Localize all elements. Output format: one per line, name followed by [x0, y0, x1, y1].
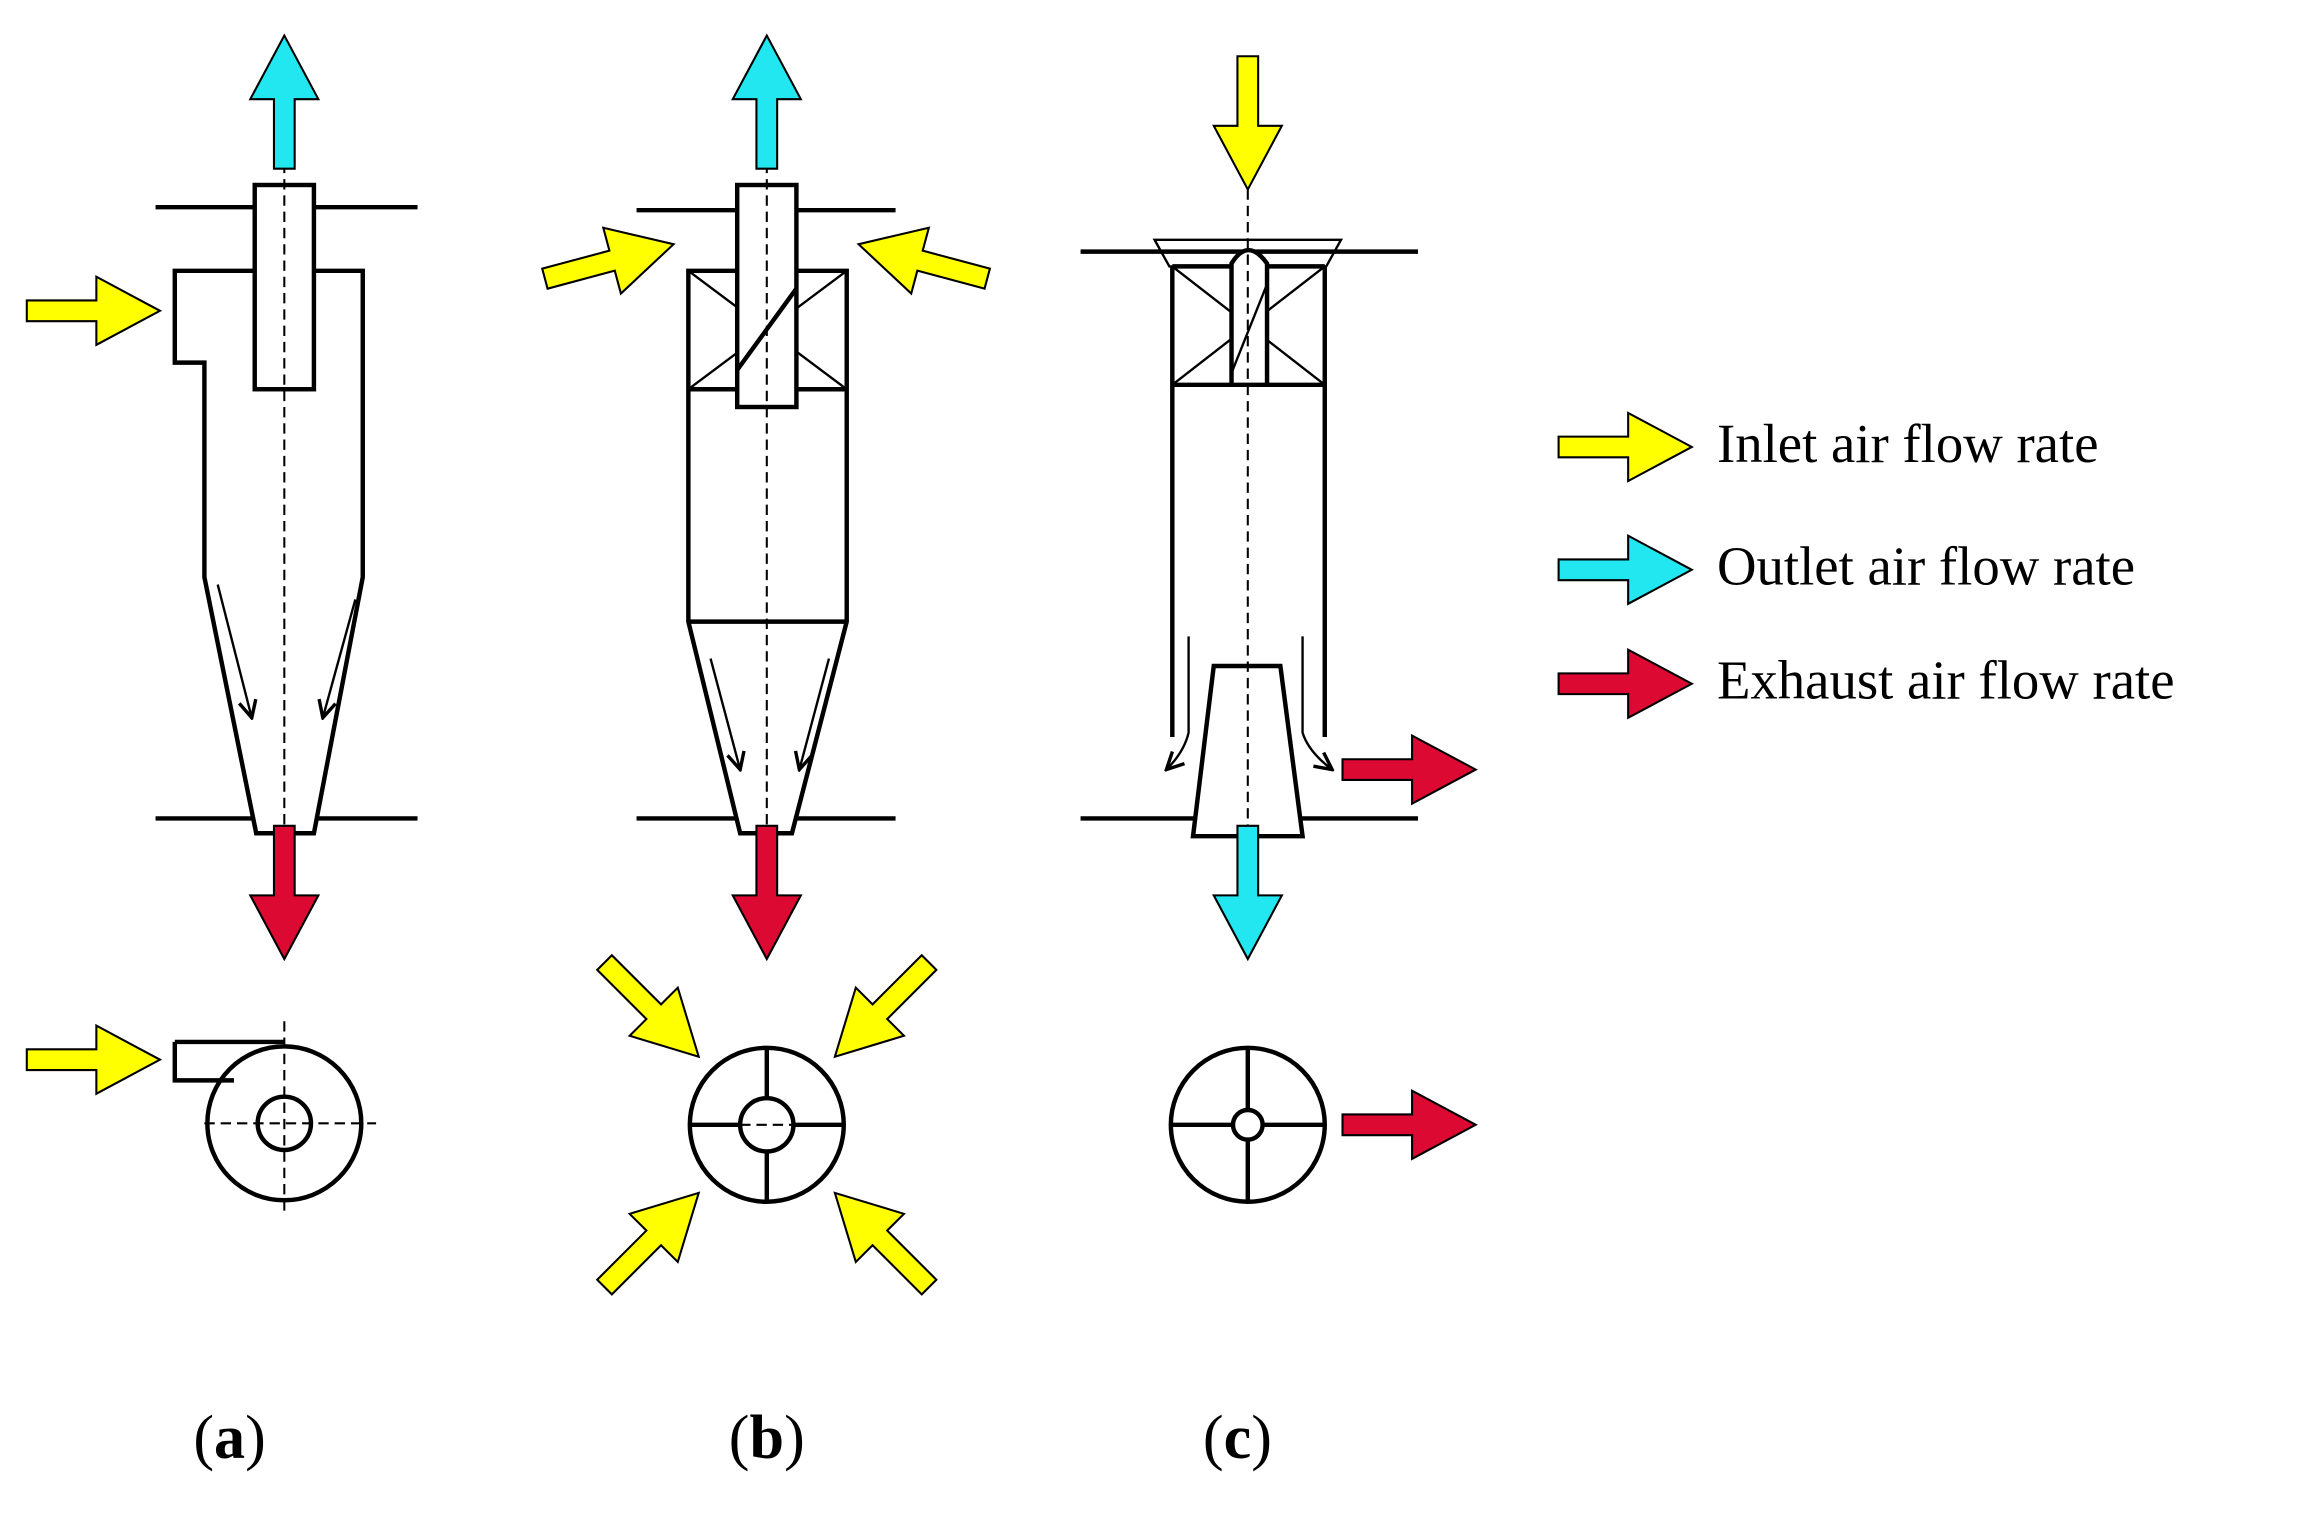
- inlet-arrow-icon: [25, 1024, 162, 1095]
- outlet-arrow-icon: [731, 34, 802, 170]
- inlet-arrow-icon: [579, 937, 724, 1082]
- panel-b-axial-cyclone: [535, 34, 998, 1313]
- cyclone-b-side-view: [636, 162, 896, 837]
- outlet-arrow-icon: [1212, 824, 1283, 961]
- inlet-arrow-icon: [1212, 55, 1283, 191]
- exhaust-arrow-icon: [731, 824, 802, 961]
- cyclone-c-top-view: [1168, 1045, 1327, 1204]
- legend-item-outlet: Outlet air flow rate: [1557, 534, 2135, 605]
- yellow-arrow-icon: [1557, 411, 1693, 483]
- cyclone-a-side-view: [155, 162, 418, 836]
- legend-label-outlet: Outlet air flow rate: [1717, 536, 2135, 597]
- cyclone-a-top-view: [172, 1021, 377, 1217]
- legend-item-inlet: Inlet air flow rate: [1557, 411, 2099, 483]
- legend-label-exhaust: Exhaust air flow rate: [1717, 650, 2175, 711]
- caption-b: (b): [729, 1404, 805, 1472]
- legend: Inlet air flow rate Outlet air flow rate…: [1557, 411, 2175, 719]
- panel-a-tangential-cyclone: [25, 34, 418, 1217]
- legend-label-inlet: Inlet air flow rate: [1717, 413, 2099, 474]
- inlet-arrow-icon: [809, 1167, 955, 1313]
- inlet-arrow-icon: [25, 275, 162, 346]
- caption-c: (c): [1203, 1404, 1272, 1472]
- caption-a: (a): [193, 1404, 265, 1472]
- legend-item-exhaust: Exhaust air flow rate: [1557, 648, 2175, 719]
- red-arrow-icon: [1557, 648, 1693, 719]
- cyclone-c-side-view: [1080, 189, 1418, 839]
- caption-b-letter: b: [750, 1404, 785, 1472]
- cyan-arrow-icon: [1557, 534, 1693, 605]
- cyclone-b-top-view: [687, 1045, 846, 1204]
- inlet-arrow-icon: [809, 937, 955, 1082]
- caption-a-letter: a: [214, 1404, 245, 1472]
- inlet-arrow-icon: [535, 210, 684, 313]
- panel-c-uniflow-cyclone: [1080, 55, 1477, 1204]
- exhaust-arrow-icon: [1341, 1089, 1477, 1160]
- outlet-arrow-icon: [249, 34, 320, 170]
- caption-c-letter: c: [1224, 1404, 1252, 1472]
- inlet-arrow-icon: [848, 210, 998, 313]
- exhaust-arrow-icon: [249, 824, 320, 961]
- inlet-arrow-icon: [579, 1167, 724, 1313]
- exhaust-arrow-icon: [1341, 734, 1477, 805]
